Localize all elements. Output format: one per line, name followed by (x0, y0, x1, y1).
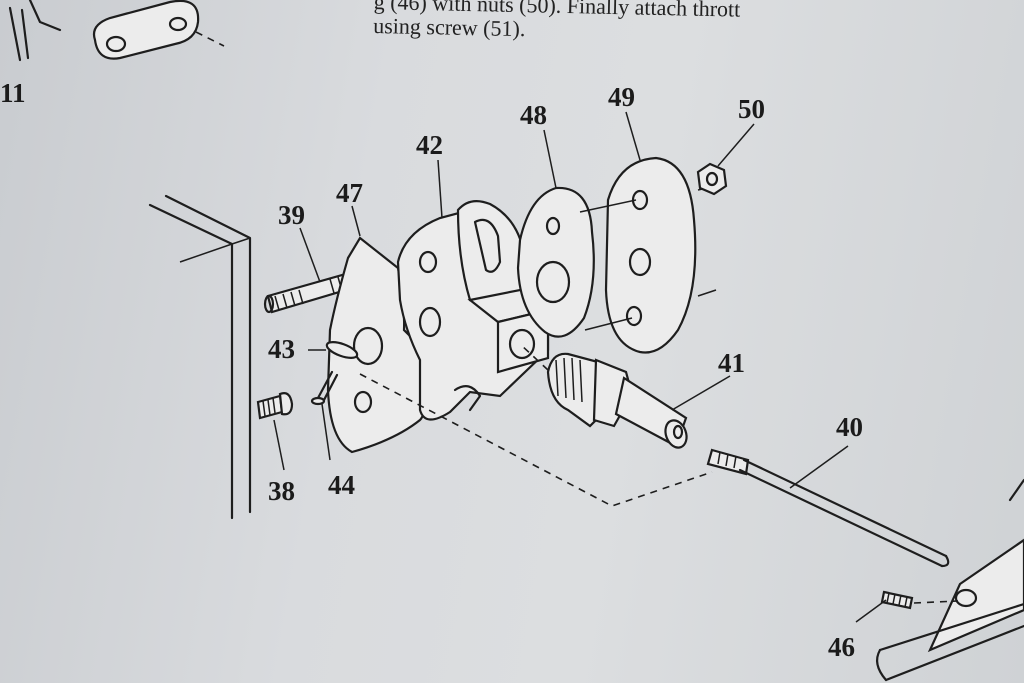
label-44: 44 (328, 470, 355, 500)
label-50: 50 (738, 94, 765, 124)
bracket-assembly (875, 478, 1024, 682)
screw-44 (310, 370, 339, 406)
rod-40 (706, 448, 950, 568)
label-38: 38 (268, 476, 295, 506)
assembly-guide-lines (359, 343, 713, 507)
leader-lines (273, 111, 887, 623)
label-11: 11 (0, 78, 26, 108)
part-labels: 11 39 47 42 48 49 50 43 41 40 38 44 46 (0, 78, 863, 662)
label-41: 41 (718, 348, 745, 378)
label-49: 49 (608, 82, 635, 112)
label-48: 48 (520, 100, 547, 130)
gasket-48 (516, 186, 595, 338)
label-43: 43 (268, 334, 295, 364)
label-46: 46 (828, 632, 855, 662)
nut-50 (696, 162, 728, 196)
washer-43 (325, 341, 359, 359)
fitting-41 (546, 352, 688, 449)
top-left-linkage (8, 0, 225, 62)
spring-46 (880, 590, 959, 610)
screw-38 (256, 392, 294, 420)
label-39: 39 (278, 200, 305, 230)
label-40: 40 (836, 412, 863, 442)
label-47: 47 (336, 178, 363, 208)
mounting-panel (148, 194, 252, 520)
label-42: 42 (416, 130, 443, 160)
plate-49 (579, 156, 717, 354)
